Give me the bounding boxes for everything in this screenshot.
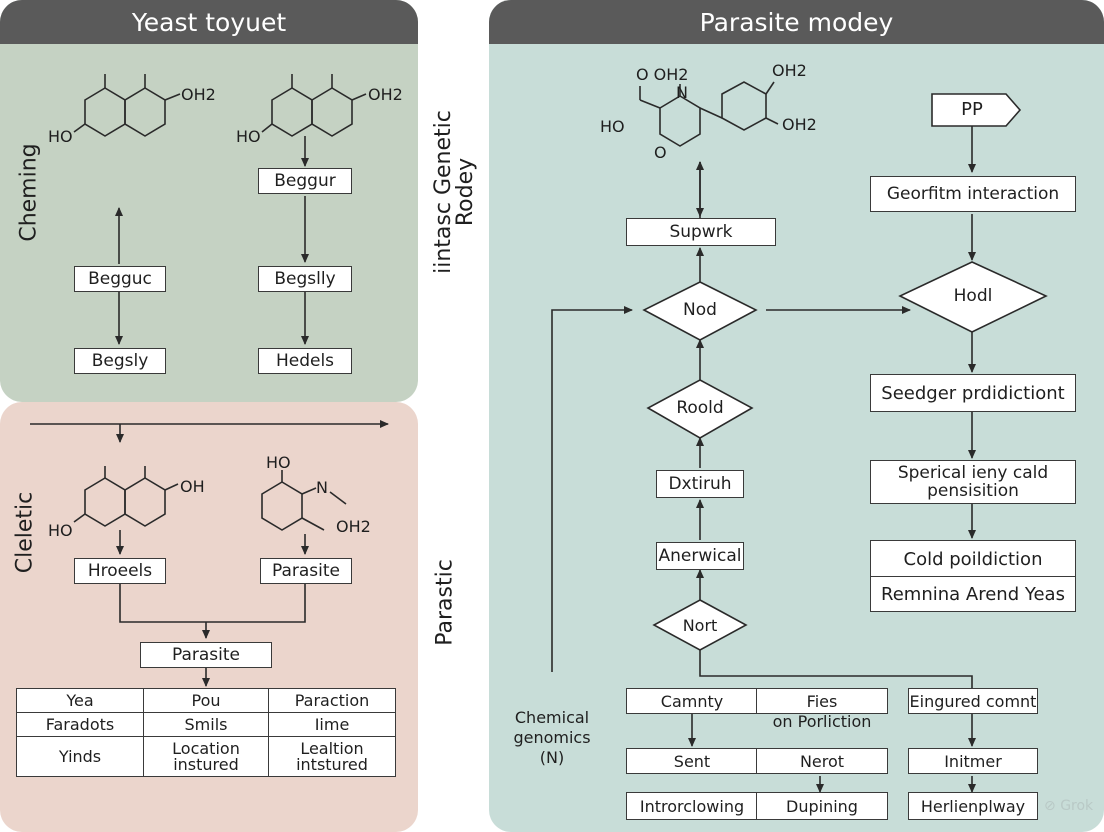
molecule-4: [261, 470, 347, 531]
m1-oh: OH2: [181, 85, 216, 104]
box-beggur: Beggur: [258, 168, 352, 194]
diamond-nod-label: Nod: [683, 300, 717, 320]
yeast-panel-title: Yeast toyuet: [0, 0, 418, 44]
table-row: Yea Pou Paraction: [16, 688, 396, 713]
m4-oh: OH2: [336, 517, 371, 536]
pt-r3-c1: Introrclowing: [626, 792, 758, 820]
table-cell: Smils: [143, 712, 269, 737]
molecule-5: [639, 81, 779, 147]
diamond-hodl-shape: [898, 261, 1048, 333]
table-cell: Faradots: [16, 712, 144, 737]
box-parasite-merge: Parasite: [140, 642, 272, 668]
m5-o-oh: O OH2: [636, 65, 688, 84]
table-cell: Pou: [143, 688, 269, 713]
diamond-nod-shape: [642, 281, 758, 341]
table-cell: Lealtion intstured: [268, 736, 396, 777]
m5-o: O: [654, 143, 667, 162]
table-row: Yinds Location instured Lealtion intstur…: [16, 736, 396, 777]
box-georfitm: Georfitm interaction: [870, 176, 1076, 212]
table-cell: Paraction: [268, 688, 396, 713]
pt-r3-c3: Herlienplway: [908, 792, 1038, 820]
grok-watermark-icon: ⊘: [1044, 798, 1056, 814]
grok-watermark: ⊘ Grok: [1044, 798, 1093, 814]
pt-r1-c1: Camnty: [626, 688, 758, 714]
table-cell: Location instured: [143, 736, 269, 777]
box-remnina: Remnina Arend Yeas: [870, 576, 1076, 612]
table-row: Faradots Smils Iime: [16, 712, 396, 737]
m2-oh: OH2: [368, 85, 403, 104]
m4-n: N: [316, 478, 328, 497]
molecule-2: [261, 74, 367, 137]
grok-watermark-text: Grok: [1060, 798, 1094, 814]
box-begslly: Begslly: [258, 266, 352, 292]
diamond-roold-label: Roold: [676, 398, 724, 418]
box-cold: Cold poildiction: [870, 540, 1076, 578]
pt-r1-c2: Fies: [756, 688, 888, 714]
box-anerwical: Anerwical: [656, 542, 744, 570]
box-sperical: Sperical ieny cald pensisition: [870, 460, 1076, 504]
chemical-genomics-label: Chemical genomics (N): [513, 708, 591, 767]
m5-side-oh: OH2: [782, 115, 817, 134]
table-cell: Iime: [268, 712, 396, 737]
box-parasite-right: Parasite: [260, 558, 352, 584]
molecule-1: [73, 74, 181, 137]
box-hedels: Hedels: [258, 348, 352, 374]
box-begsly: Begsly: [74, 348, 166, 374]
m5-ho: HO: [600, 117, 625, 136]
m5-top-oh: OH2: [772, 61, 807, 80]
table-cell: Yea: [16, 688, 144, 713]
pt-r2-c3: Initmer: [908, 748, 1038, 774]
pt-r2-c1: Sent: [626, 748, 758, 774]
yeast-panel: [0, 0, 418, 402]
diamond-roold-shape: [646, 379, 754, 439]
pt-mid-note: on Porliction: [772, 712, 872, 731]
pp-label: PP: [961, 99, 983, 120]
box-dxtiruh: Dxtiruh: [656, 470, 744, 498]
m2-ho: HO: [236, 127, 261, 146]
pt-r3-c2: Dupining: [756, 792, 888, 820]
m4-ho: HO: [266, 453, 291, 472]
diamond-nort-shape: [652, 599, 748, 651]
pp-tag-shape: [931, 93, 1022, 127]
box-seedger: Seedger prdidictiont: [870, 374, 1076, 412]
pt-r1-c3: Eingured comnt: [908, 688, 1038, 714]
left-table: Yea Pou Paraction Faradots Smils Iime Yi…: [16, 688, 396, 777]
diamond-hodl-label: Hodl: [953, 286, 993, 306]
m3-oh: OH: [180, 477, 205, 496]
diamond-nort-label: Nort: [682, 616, 718, 635]
molecule-3: [73, 466, 179, 527]
table-cell: Yinds: [16, 736, 144, 777]
box-begguc: Begguc: [74, 266, 166, 292]
m5-n: N: [676, 83, 688, 102]
m1-ho: HO: [48, 127, 73, 146]
m3-ho: HO: [48, 521, 73, 540]
pt-r2-c2: Nerot: [756, 748, 888, 774]
box-hroeels: Hroeels: [74, 558, 166, 584]
box-supwrk: Supwrk: [626, 218, 776, 246]
parasite-panel-title: Parasite modey: [489, 0, 1104, 44]
